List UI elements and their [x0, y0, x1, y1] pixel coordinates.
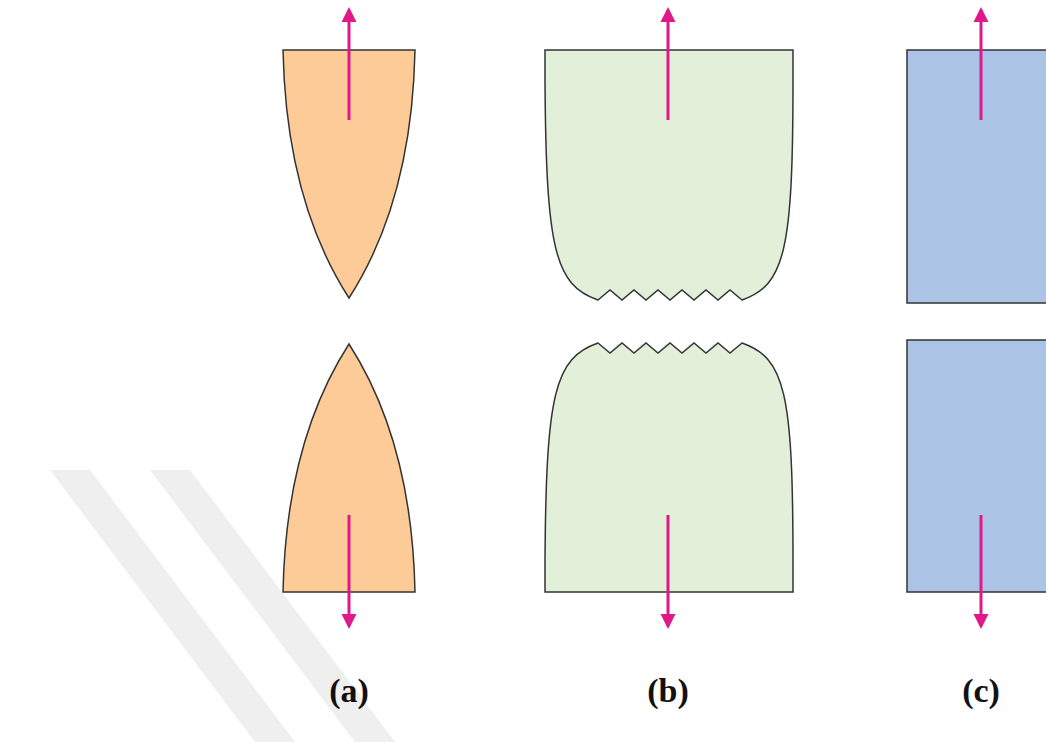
panel-label: (a) [329, 674, 369, 708]
tension-arrows [349, 10, 981, 626]
brittle-lower-piece [907, 340, 1046, 592]
panel-label: (b) [647, 674, 689, 708]
panel-label: (c) [962, 674, 1000, 708]
brittle-upper-piece [907, 50, 1046, 303]
